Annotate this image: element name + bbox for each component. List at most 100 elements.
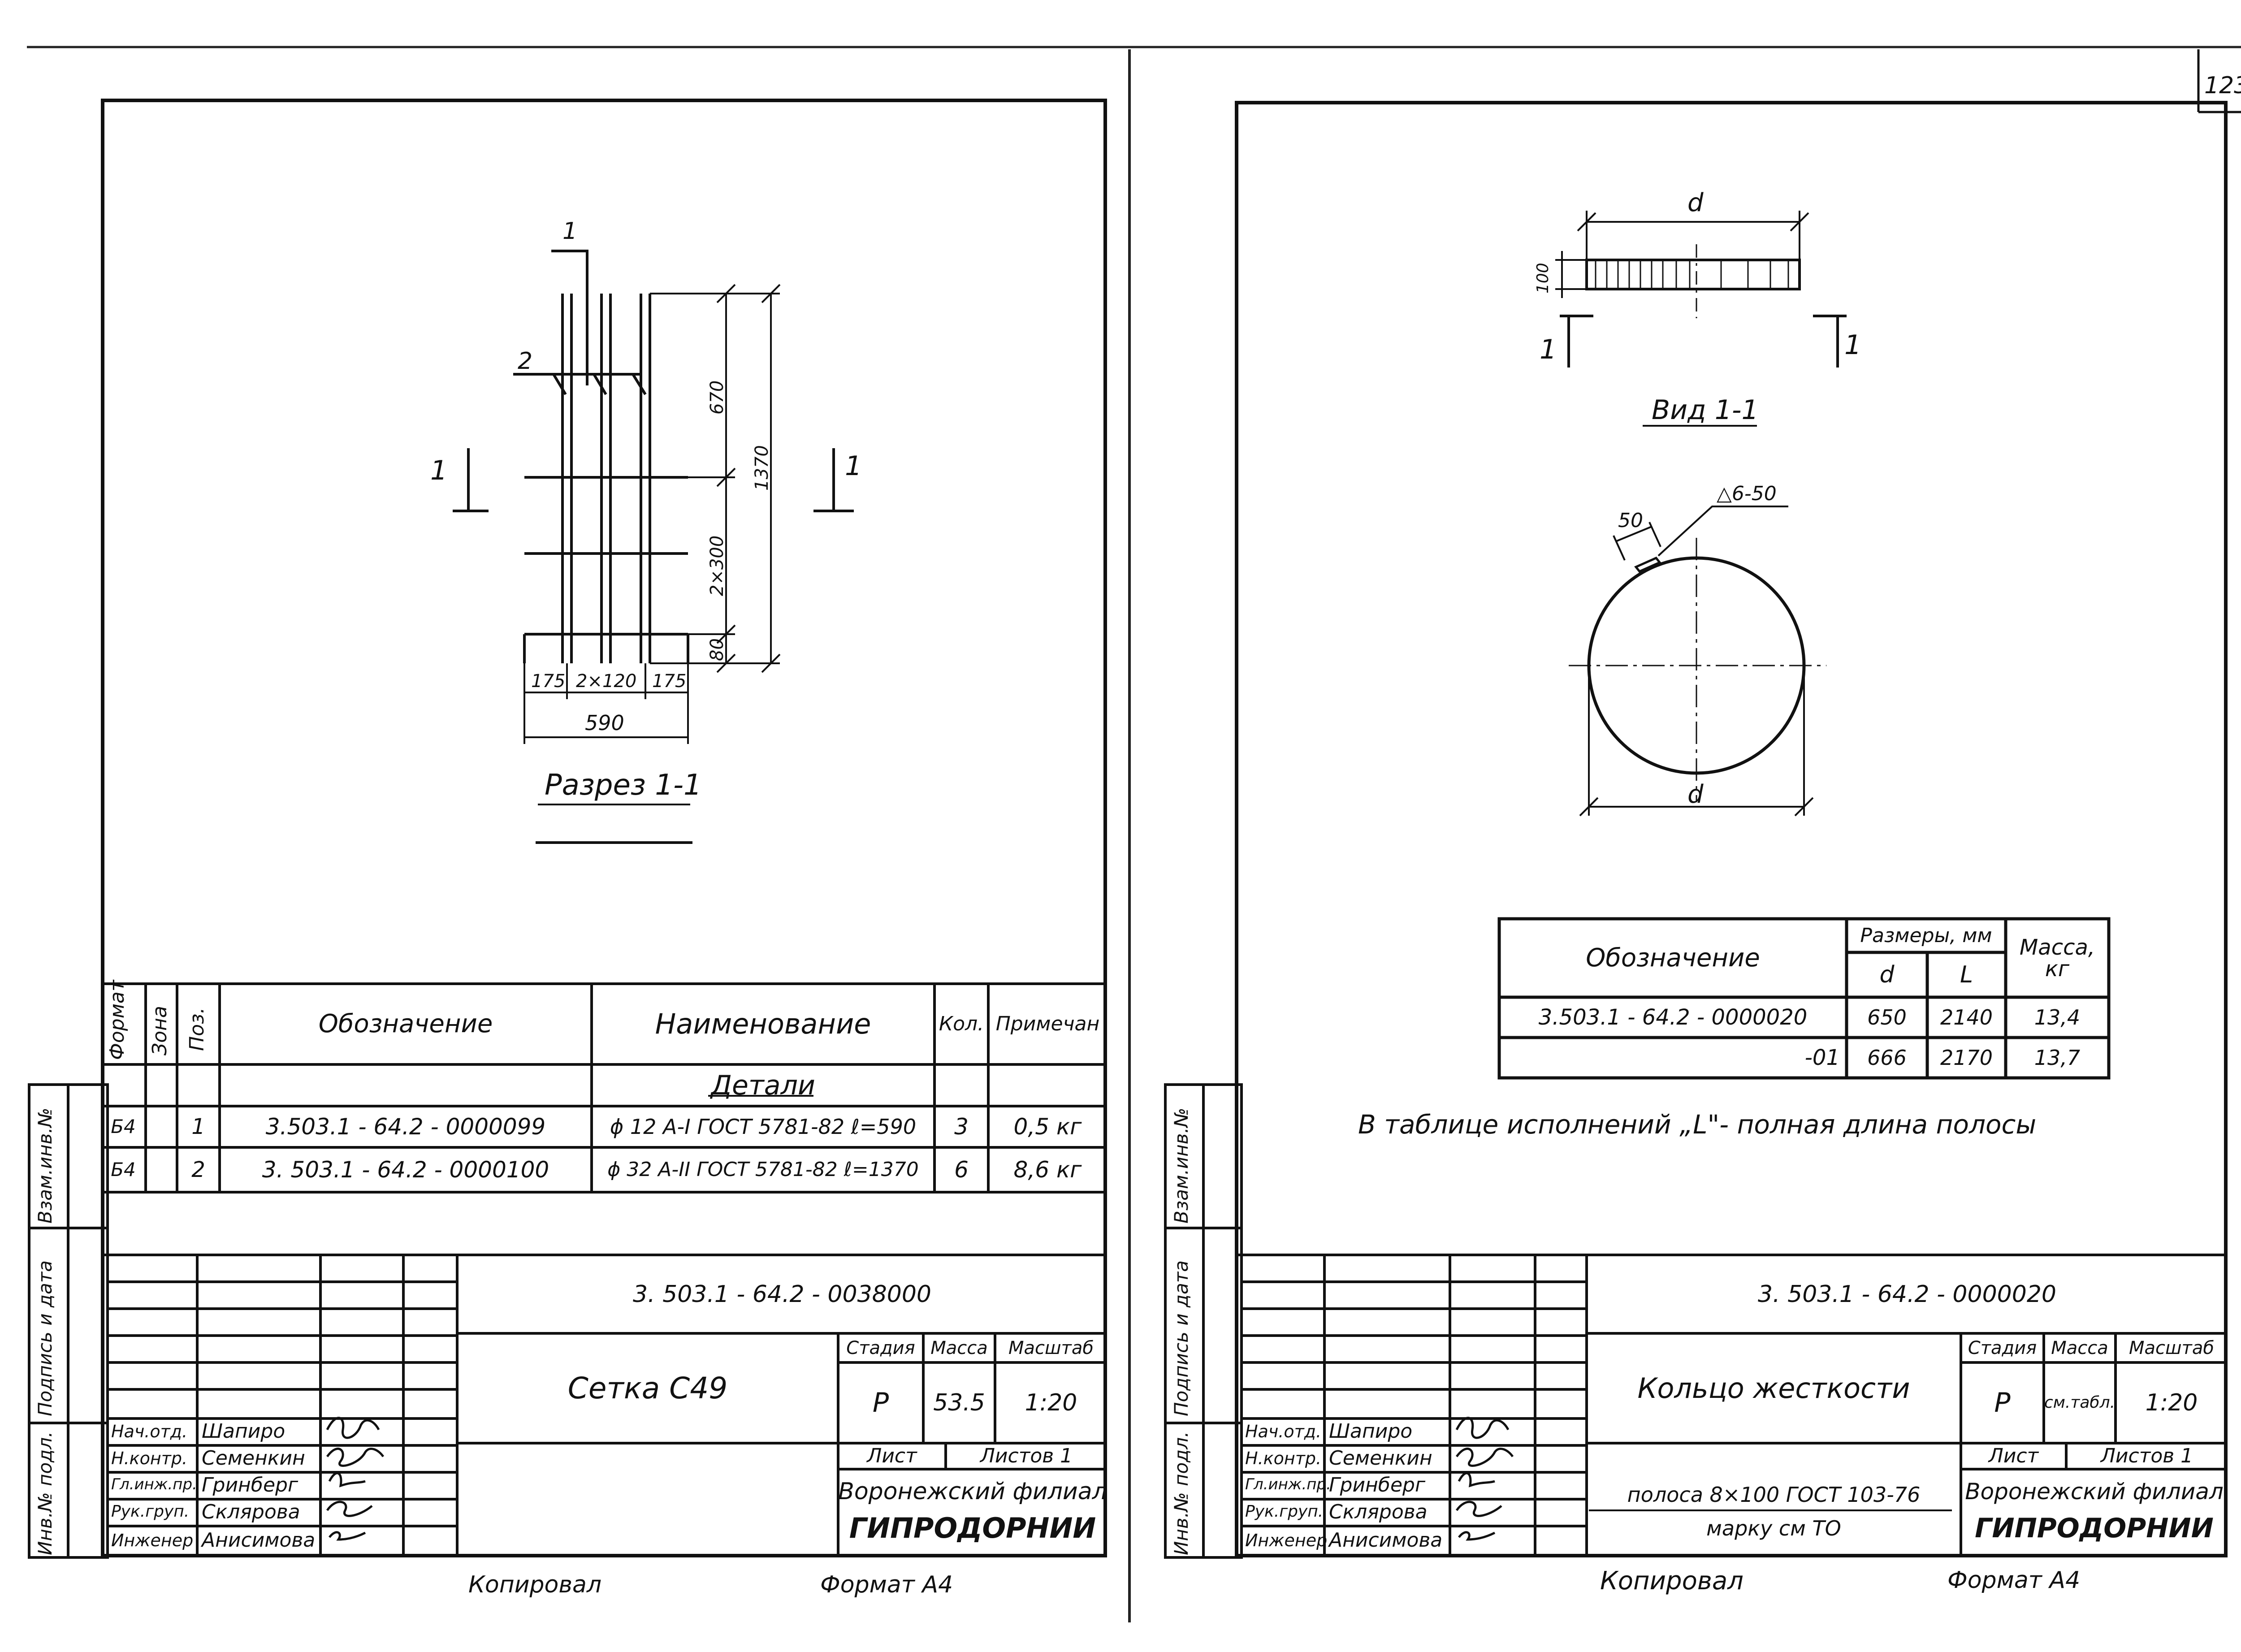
right-marker-right: 1 [1844,329,1862,361]
right-sheets-label: Листов 1 [2100,1444,2193,1467]
right-org-line1: Воронежский филиал [1965,1478,2224,1505]
right-material-2: марку см ТО [1706,1516,1841,1540]
dim-50: 50 [1618,509,1643,532]
row1-format: Б4 [111,1116,136,1137]
size-row1-L: 2140 [1940,1005,1993,1029]
size-row2-mass: 13,7 [2034,1046,2081,1070]
left-role-3: Гл.инж.пр. [111,1475,197,1493]
left-mass-label: Масса [930,1337,988,1358]
row2-note: 8,6 кг [1013,1157,1082,1183]
row2-qty: 6 [954,1157,969,1183]
right-role-4: Рук.груп. [1245,1502,1324,1521]
left-role-1: Нач.отд. [111,1422,188,1441]
left-footer-format: Формат А4 [820,1571,953,1598]
size-hdr-designation: Обозначение [1586,943,1760,973]
left-sheet-frame [101,99,1107,1557]
size-hdr-sizes: Размеры, мм [1860,924,1992,947]
left-person-2: Семенкин [202,1447,305,1470]
right-mass-value: см.табл. [2044,1393,2116,1412]
right-org-line2: ГИПРОДОРНИИ [1975,1513,2214,1544]
dim-d-bottom: d [1687,780,1704,809]
right-person-3: Гринберг [1329,1474,1426,1496]
right-role-5: Инженер [1245,1531,1328,1550]
group-details: Детали [711,1069,815,1101]
hdr-designation: Обозначение [318,1009,493,1038]
left-role-4: Рук.груп. [111,1502,190,1521]
row2-pos: 2 [191,1157,205,1182]
right-role-1: Нач.отд. [1245,1422,1322,1441]
right-material-1: полоса 8×100 ГОСТ 103-76 [1627,1483,1921,1507]
row2-designation: 3. 503.1 - 64.2 - 0000100 [262,1157,549,1183]
dim-2x120: 2×120 [576,671,637,692]
right-stage-value: Р [1994,1387,2011,1418]
weld-label: △6-50 [1717,482,1777,505]
section-marker-left: 1 [430,455,448,486]
section-marker-right: 1 [845,450,862,482]
view-title: Вид 1-1 [1652,394,1759,426]
dim-175-right: 175 [652,671,687,692]
right-mass-label: Масса [2051,1337,2108,1358]
right-person-5: Анисимова [1329,1529,1443,1552]
callout-2-label: 2 [518,348,533,375]
right-doc-title: Кольцо жесткости [1637,1371,1910,1405]
row1-note: 0,5 кг [1013,1114,1082,1140]
hdr-note: Примечан [995,1012,1100,1035]
right-sheet-label: Лист [1988,1444,2039,1467]
right-marker-left: 1 [1540,334,1557,365]
right-note: В таблице исполнений „L"- полная длина п… [1358,1109,2037,1140]
left-role-5: Инженер [111,1531,194,1550]
right-stamp-repl: Взам.инв.№ [1170,1107,1192,1224]
size-row2-designation: -01 [1804,1045,1840,1070]
left-person-1: Шапиро [202,1420,286,1443]
page-number: 123 [2204,72,2241,99]
row1-pos: 1 [191,1114,205,1139]
right-person-1: Шапиро [1329,1420,1413,1443]
left-footer-copied: Копировал [468,1571,602,1598]
left-scale-value: 1:20 [1025,1389,1077,1416]
left-sheets-label: Листов 1 [980,1444,1073,1467]
right-stage-label: Стадия [1968,1337,2037,1358]
hdr-qty: Кол. [939,1012,984,1035]
dim-d-top: d [1687,188,1704,217]
callout-1-label: 1 [562,218,578,245]
size-row1-designation: 3.503.1 - 64.2 - 0000020 [1538,1005,1808,1030]
right-doc-code: 3. 503.1 - 64.2 - 0000020 [1757,1280,2057,1308]
right-role-2: Н.контр. [1245,1449,1322,1468]
right-stamp-sign: Подпись и дата [1170,1260,1192,1416]
right-person-4: Склярова [1329,1501,1428,1523]
row1-qty: 3 [954,1114,969,1140]
hdr-name: Наименование [655,1008,871,1040]
size-hdr-L: L [1960,961,1973,988]
right-scale-label: Масштаб [2129,1337,2215,1358]
row1-designation: 3.503.1 - 64.2 - 0000099 [265,1114,546,1140]
size-hdr-d: d [1879,961,1895,988]
size-hdr-mass: Масса, кг [2019,934,2095,982]
right-scale-value: 1:20 [2145,1389,2198,1416]
row2-name: ϕ 32 А-II ГОСТ 5781-82 ℓ=1370 [607,1158,919,1181]
right-footer-format: Формат А4 [1947,1567,2081,1594]
row2-format: Б4 [111,1159,136,1181]
dim-175-left: 175 [531,671,566,692]
right-person-2: Семенкин [1329,1447,1432,1470]
left-role-2: Н.контр. [111,1449,188,1468]
right-footer-copied: Копировал [1600,1566,1743,1596]
left-org-line1: Воронежский филиал [838,1478,1107,1505]
left-person-5: Анисимова [202,1529,316,1552]
left-org-line2: ГИПРОДОРНИИ [849,1512,1096,1544]
left-doc-title: Сетка С49 [567,1371,728,1405]
size-row1-d: 650 [1867,1005,1907,1029]
left-doc-code: 3. 503.1 - 64.2 - 0038000 [632,1280,932,1308]
size-row2-d: 666 [1867,1046,1907,1070]
section-title: Разрез 1-1 [545,769,702,802]
left-person-3: Гринберг [202,1474,299,1496]
size-row2-L: 2170 [1940,1046,1993,1070]
right-role-3: Гл.инж.пр. [1245,1475,1331,1493]
